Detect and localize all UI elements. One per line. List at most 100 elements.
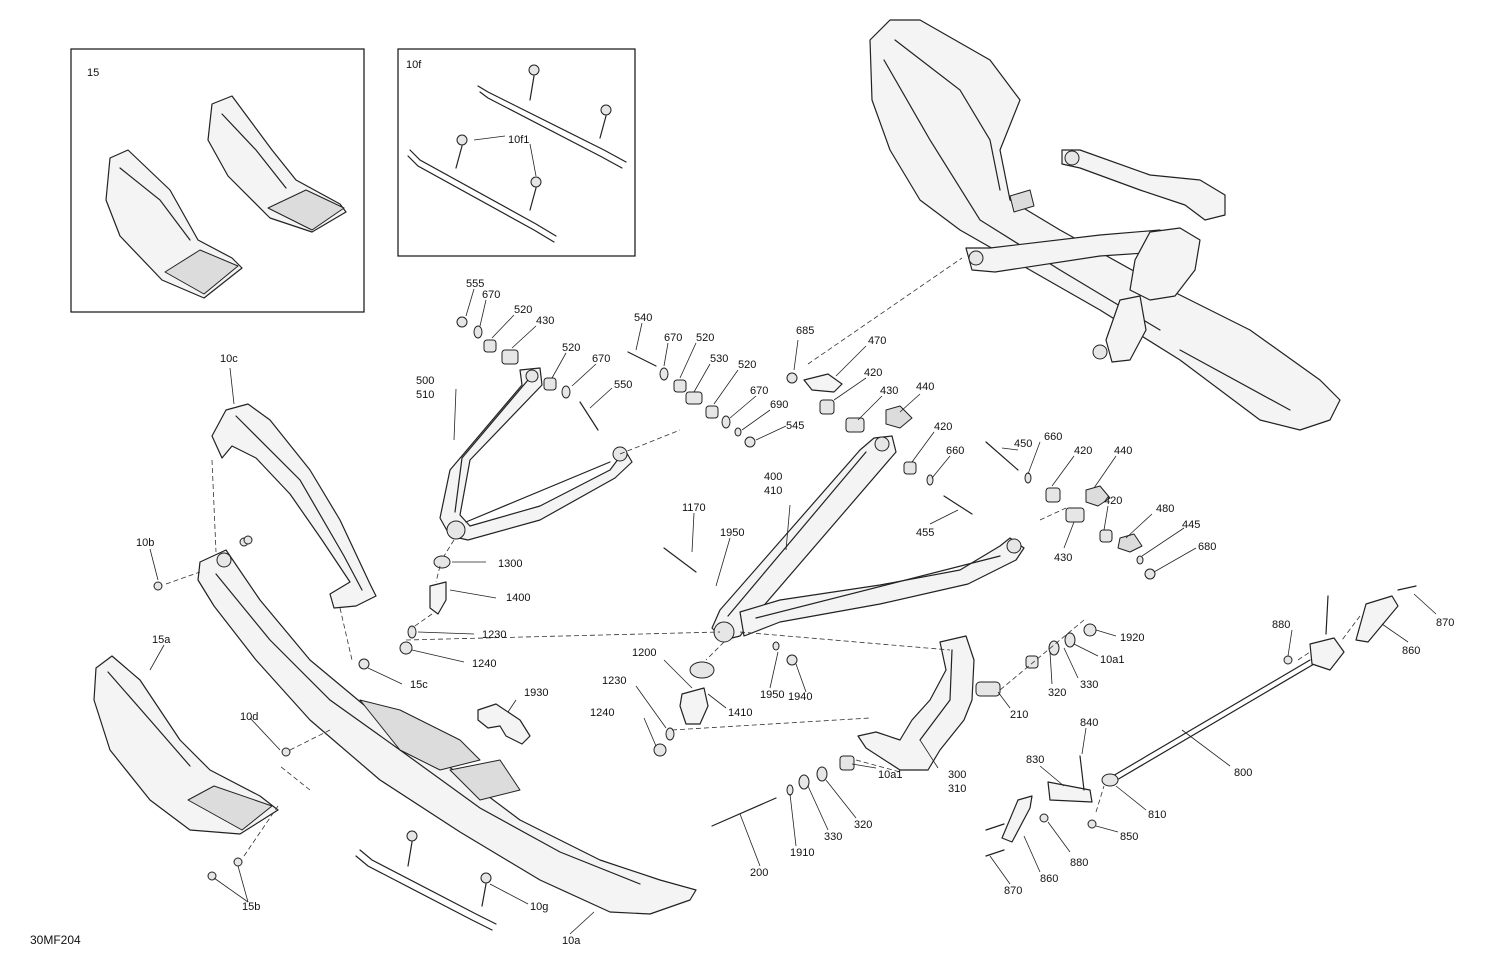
callout-410: 410 bbox=[764, 485, 782, 497]
washer-icon bbox=[1064, 632, 1076, 648]
washer-icon bbox=[786, 784, 794, 796]
callout-430: 430 bbox=[1054, 552, 1072, 564]
callout-660: 660 bbox=[946, 445, 964, 457]
callout-1200: 1200 bbox=[632, 647, 656, 659]
washer-icon bbox=[473, 325, 483, 339]
circlip-icon bbox=[1136, 555, 1144, 565]
callout-210: 210 bbox=[1010, 709, 1028, 721]
callout-830: 830 bbox=[1026, 754, 1044, 766]
steering-arm-icon bbox=[1047, 781, 1093, 803]
screw-icon bbox=[233, 857, 243, 867]
callout-430: 430 bbox=[880, 385, 898, 397]
callout-440: 440 bbox=[1114, 445, 1132, 457]
ball-joint-hardware bbox=[663, 547, 798, 666]
screw-icon bbox=[281, 747, 291, 757]
washer-icon bbox=[1024, 472, 1032, 484]
callout-1930: 1930 bbox=[524, 687, 548, 699]
callout-430: 430 bbox=[536, 315, 554, 327]
inset-box-10f bbox=[397, 48, 636, 257]
callout-880: 880 bbox=[1272, 619, 1290, 631]
callout-690: 690 bbox=[770, 399, 788, 411]
callout-520: 520 bbox=[696, 332, 714, 344]
callout-1410: 1410 bbox=[728, 707, 752, 719]
upper-arm-front-hardware bbox=[456, 316, 599, 431]
callout-800: 800 bbox=[1234, 767, 1252, 779]
leader-lines bbox=[149, 288, 1437, 935]
bearing-retainer-icon bbox=[1085, 485, 1111, 507]
callout-810: 810 bbox=[1148, 809, 1166, 821]
callout-860: 860 bbox=[1040, 873, 1058, 885]
ball-joint bbox=[653, 661, 715, 757]
callout-880: 880 bbox=[1070, 857, 1088, 869]
callout-1950: 1950 bbox=[720, 527, 744, 539]
ski-handle bbox=[211, 403, 377, 609]
callout-540: 540 bbox=[634, 312, 652, 324]
callout-1920: 1920 bbox=[1120, 632, 1144, 644]
callout-685: 685 bbox=[796, 325, 814, 337]
nut-icon bbox=[786, 654, 798, 666]
callout-330: 330 bbox=[1080, 679, 1098, 691]
callout-520: 520 bbox=[738, 359, 756, 371]
nut-icon bbox=[358, 658, 370, 670]
bolt-icon bbox=[627, 351, 657, 367]
washer-icon bbox=[798, 774, 810, 790]
bushing-icon bbox=[705, 405, 719, 419]
callout-330: 330 bbox=[824, 831, 842, 843]
callout-200: 200 bbox=[750, 867, 768, 879]
bushing-icon bbox=[1025, 655, 1039, 669]
bearing-retainer-icon bbox=[885, 405, 913, 429]
callout-680: 680 bbox=[1198, 541, 1216, 553]
callout-320: 320 bbox=[1048, 687, 1066, 699]
bolt-icon bbox=[985, 441, 1019, 471]
screw-icon bbox=[243, 535, 253, 545]
nut-icon bbox=[1083, 623, 1097, 637]
tie-rod bbox=[985, 585, 1417, 857]
nut-icon bbox=[456, 316, 468, 328]
lower-a-arm bbox=[711, 435, 1025, 643]
bushing-icon bbox=[839, 755, 855, 771]
callout-520: 520 bbox=[562, 342, 580, 354]
callout-660: 660 bbox=[1044, 431, 1062, 443]
nut-icon bbox=[744, 436, 756, 448]
bushing-icon bbox=[483, 339, 497, 353]
callout-10a1: 10a1 bbox=[878, 769, 902, 781]
carbide-nut-icon bbox=[455, 64, 612, 211]
inset-box-15 bbox=[70, 48, 365, 313]
sleeve-icon bbox=[845, 417, 865, 433]
washer-icon bbox=[816, 766, 828, 782]
assembly-dashed-lines bbox=[165, 257, 1361, 857]
callout-670: 670 bbox=[592, 353, 610, 365]
callout-15c: 15c bbox=[410, 679, 428, 691]
washer-icon bbox=[561, 385, 571, 399]
bolt-icon bbox=[711, 797, 777, 827]
callout-10a: 10a bbox=[562, 935, 581, 947]
bushing-icon bbox=[1045, 487, 1061, 503]
callout-10a1: 10a1 bbox=[1100, 654, 1124, 666]
circlip-icon bbox=[734, 427, 742, 437]
spindle bbox=[857, 635, 1001, 771]
washer-icon bbox=[721, 415, 731, 429]
callout-870: 870 bbox=[1436, 617, 1454, 629]
callout-670: 670 bbox=[664, 332, 682, 344]
lower-arm-front-hardware bbox=[819, 399, 973, 515]
cotter-pin-icon bbox=[772, 641, 780, 651]
callout-1230: 1230 bbox=[602, 675, 626, 687]
upper-a-arm bbox=[439, 367, 633, 541]
callout-1230: 1230 bbox=[482, 629, 506, 641]
bushing-icon bbox=[819, 399, 835, 415]
sleeve-icon bbox=[1065, 507, 1085, 523]
callout-480: 480 bbox=[1156, 503, 1174, 515]
bolt-icon bbox=[943, 495, 973, 515]
skid-plate bbox=[93, 655, 279, 835]
drawing-code: 30MF204 bbox=[30, 933, 81, 947]
nut-icon bbox=[786, 372, 798, 384]
callout-420: 420 bbox=[934, 421, 952, 433]
callout-450: 450 bbox=[1014, 438, 1032, 450]
bushing-icon bbox=[543, 377, 557, 391]
upper-ball-joint bbox=[399, 555, 451, 655]
callout-420: 420 bbox=[864, 367, 882, 379]
callout-420: 420 bbox=[1074, 445, 1092, 457]
callout-500: 500 bbox=[416, 375, 434, 387]
callout-10g: 10g bbox=[530, 901, 548, 913]
sleeve-icon bbox=[501, 349, 519, 365]
